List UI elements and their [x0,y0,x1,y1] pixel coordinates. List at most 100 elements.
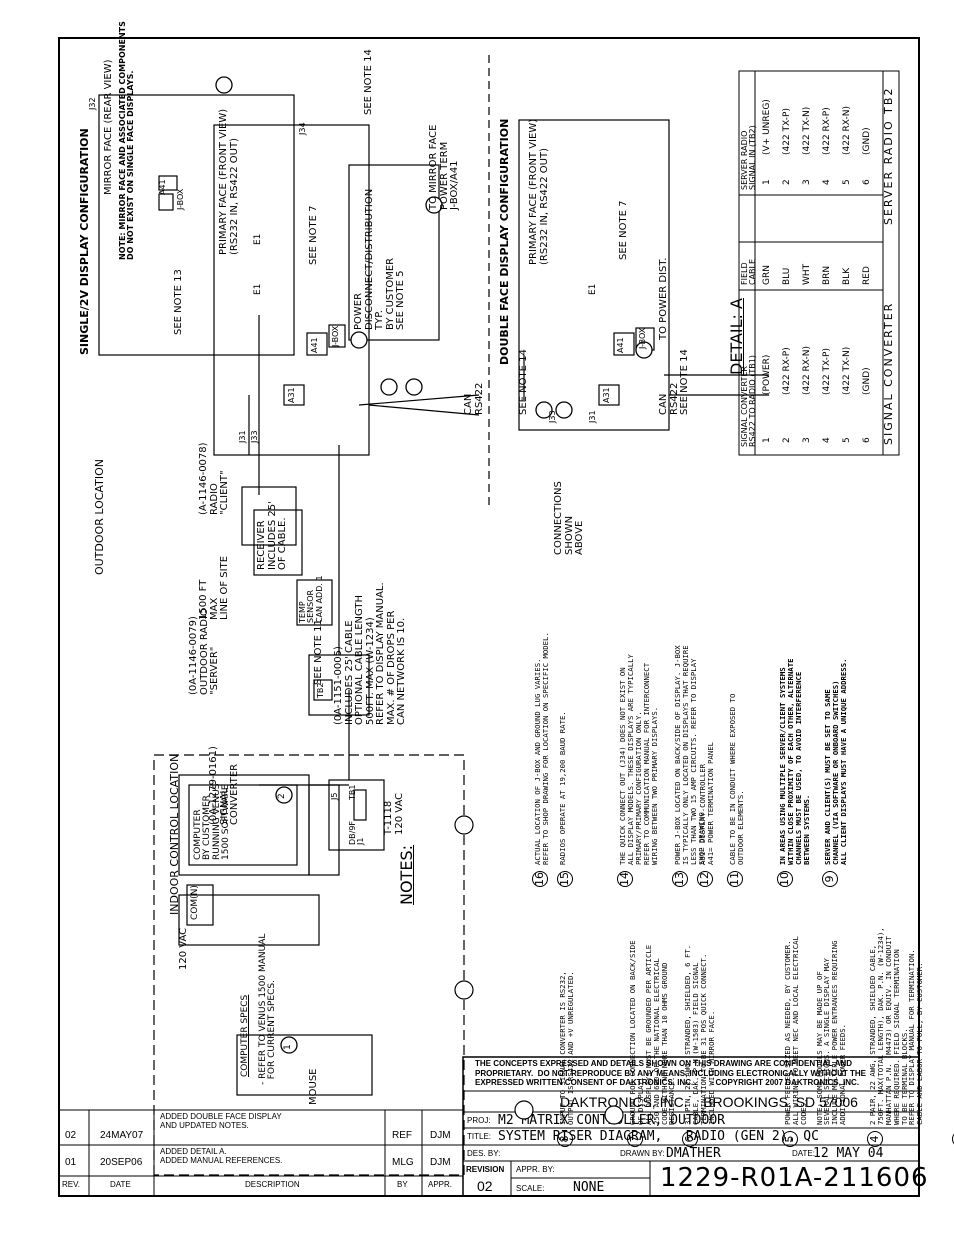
detail-header-radio: SERVER RADIO SIGNAL IN (TB2) [740,125,758,190]
rev-row-2-rev: 01 [65,1157,77,1168]
computer-label: COMPUTER BY CUSTOMER RUNNING VENUS 1500 … [193,783,232,860]
proj-label: PROJ: [467,1116,491,1125]
callout-2: 2 [277,793,287,799]
detail-caption-left: SIGNAL CONVERTER [882,301,895,445]
single-jbox-label: J-BOX [331,325,340,347]
client-radio-part: (A-1146-0078) RADIO "CLIENT" [198,442,230,515]
to-power-dist: TO POWER DIST. [658,257,669,341]
double-see-note-7: SEE NOTE 7 [618,200,629,260]
detail-cell: 2 [782,437,792,443]
note-number: 7 [627,1131,643,1147]
note-text: RADIOS OPERATE AT 19,200 BAUD RATE. [558,711,567,865]
detail-cell: (422 RX-N) [802,345,812,395]
mirror-e1-label: E1 [253,233,263,245]
double-can-rs422: CAN RS422 SEE NOTE 14 [658,349,690,415]
j5-label: J5 [330,792,339,800]
single-see-note-7: SEE NOTE 7 [308,205,319,265]
scale-value: NONE [573,1180,605,1195]
note-number: 8 [557,1131,573,1147]
single-can-rs422: CAN RS422 [463,382,485,415]
note-number: 12 [697,871,713,887]
j34-label: J34 [298,122,307,135]
drawing-title: SYSTEM RISER DIAGRAM, RADIO (GEN 2), QC [498,1129,819,1144]
detail-cell: (422 RX-P) [822,107,832,155]
detail-cell: 2 [782,179,792,185]
detail-cell: 1 [762,179,772,185]
single-a31-label: A31 [287,387,296,403]
note-number: 9 [822,871,838,887]
note-number: 10 [777,871,793,887]
double-e1-label: E1 [588,283,598,295]
detail-cell: 4 [822,437,832,443]
note-text: GROUND ROD CONNECTION LOCATED ON BACK/SI… [628,940,677,1125]
tb1-label: TB1 [348,784,357,800]
note-number: 14 [617,871,633,887]
detail-cell: 1 [762,437,772,443]
single-see-note-14: SEE NOTE 14 [518,349,529,415]
detail-cell: 3 [802,437,812,443]
mirror-a41-label: A41 [158,179,167,195]
note-number: 11 [727,871,743,887]
mouse-label: MOUSE [308,1068,319,1105]
single-j31-label: J31 [238,430,247,443]
double-j31-label: J31 [588,410,597,423]
power-disconnect-box: POWER DISCONNECT/DISTRIBUTION TYP. BY CU… [353,188,406,330]
detail-cell: BRN [822,265,832,285]
diagram-lines [98,55,900,1176]
notes-list: 1SERIAL CABLE, DB9-F TO DB9-M, 10 FT. DA… [414,495,954,1195]
note-number: 15 [557,871,573,887]
drawn-by: DMATHER [666,1146,721,1161]
note-number: 5 [782,1131,798,1147]
computer-specs-text: - REFER TO VENUS 1500 MANUAL FOR CURRENT… [258,933,278,1085]
single-a41-label: A41 [310,337,319,353]
note-text: SERVER AND CLIENT(S) MUST BE SET TO SAME… [823,658,848,865]
rev-header-by: BY [397,1180,408,1189]
rev-header-description: DESCRIPTION [245,1180,300,1189]
detail-cell: 4 [822,179,832,185]
note-text: CABLE TO BE IN CONDUIT WHERE EXPOSED TO … [728,693,745,865]
rev-row-1-date: 24MAY07 [100,1130,144,1141]
callout-1: 1 [283,1044,293,1050]
double-a41-label: A41 [616,337,625,353]
note-text: POWER FEEDER SIZED AS NEEDED, BY CUSTOME… [783,936,848,1125]
detail-cell: 6 [862,179,872,185]
rev-row-2-desc: ADDED DETAIL A. ADDED MANUAL REFERENCES. [160,1147,283,1165]
rev-header-rev: REV. [62,1180,80,1189]
note-number: 16 [532,871,548,887]
double-config-title: DOUBLE FACE DISPLAY CONFIGURATION [498,118,511,365]
double-j33-label: J33 [548,410,557,423]
note-text: THE QUICK CONNECT OUT (J34) DOES NOT EXI… [618,654,659,865]
detail-header-converter: SIGNAL CONVERTER RS422 TO RADIO (TB1) [740,355,758,447]
single-j33-label: J33 [250,430,259,443]
riser-diagram: SINGLE/2V DISPLAY CONFIGURATION DOUBLE F… [59,21,954,1195]
mirror-face-note: NOTE: MIRROR FACE AND ASSOCIATED COMPONE… [118,21,136,260]
t1118-label: T-1118 120 VAC [383,792,405,835]
note-text: 31 PIN, 22 AWG, STRANDED, SHIELDED, 6 FT… [683,944,716,1125]
single-see-note-14-top: SEE NOTE 14 [363,49,374,115]
note-number: 13 [672,871,688,887]
j32-label: J32 [88,97,97,110]
detail-cell: BLK [842,267,852,285]
j1-label: DB/9F J1 [348,820,366,845]
double-jbox-label: J-BOX [638,327,647,349]
detail-cell: RED [862,266,872,285]
to-mirror-face: TO MIRROR FACE POWER TERM J-BOX/A41 [428,124,460,210]
mirror-jbox-label: J-BOX [176,188,185,210]
detail-cell: (GND) [862,367,872,395]
rev-row-2-by: MLG [392,1157,414,1168]
detail-cell: (POWER) [762,354,772,395]
see-note-11: SEE NOTE 11 [313,619,324,685]
computer-vac-label: 120 VAC [178,927,189,970]
rev-header-appr: APPR. [428,1180,453,1189]
rev-row-1-desc: ADDED DOUBLE FACE DISPLAY AND UPDATED NO… [160,1112,282,1130]
com-port-label: COM(N) [190,885,200,920]
note-text: 2 PAIR, 22 AWG, STRANDED, SHIELDED CABLE… [868,927,925,1125]
single-e1-label: E1 [253,283,263,295]
outdoor-location-title: OUTDOOR LOCATION [93,459,106,575]
computer-specs-title: COMPUTER SPECS [240,994,250,1077]
detail-cell: (422 TX-P) [822,348,832,395]
title-label: TITLE: [467,1132,492,1141]
